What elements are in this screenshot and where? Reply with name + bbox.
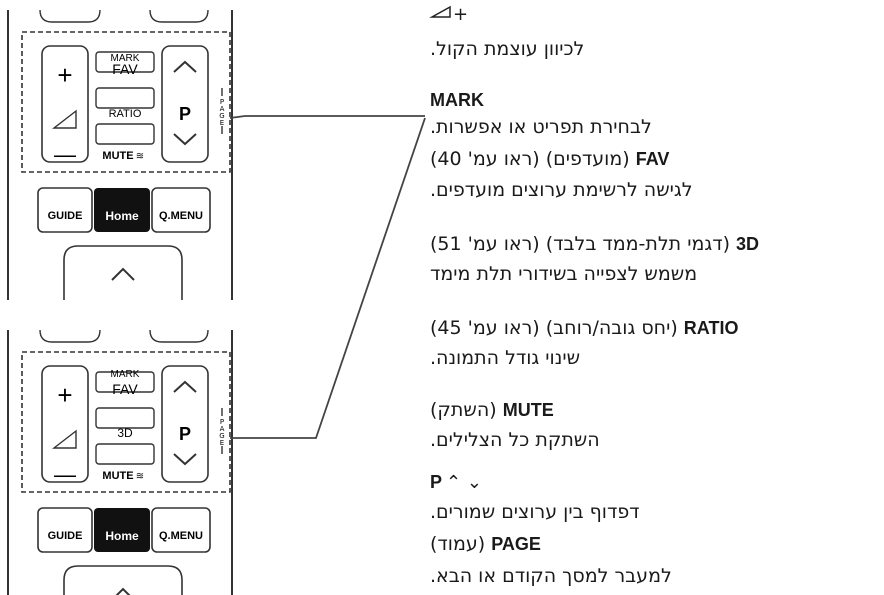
ratio-label: RATIO xyxy=(683,318,739,338)
mark-heading: MARK xyxy=(430,90,484,110)
p-desc: דפדוף בין ערוצים שמורים. xyxy=(430,501,640,523)
mute-key-2: MUTE xyxy=(102,470,133,482)
mute-key: MUTE xyxy=(102,150,133,162)
connector-upper xyxy=(229,115,425,119)
ratio-key: RATIO xyxy=(109,108,142,120)
p-key: P xyxy=(179,104,191,124)
p-heading: P⌃ ⌄ xyxy=(430,470,870,495)
guide-key-2: GUIDE xyxy=(48,530,83,542)
vol-minus: — xyxy=(54,142,76,167)
page-g: G xyxy=(219,112,224,120)
page-e: E xyxy=(220,119,224,127)
vol-plus-text: + xyxy=(453,4,469,25)
mute-desc: (השתק) xyxy=(430,399,497,421)
three-d-desc: (דגמי תלת-ממד בלבד) (ראו עמ' 51) xyxy=(430,233,730,255)
ratio-line: RATIO (יחס גובה/רוחב) (ראו עמ' 45) xyxy=(430,316,870,340)
page-label: PAGE xyxy=(491,534,541,554)
home-key-2: Home xyxy=(105,529,139,543)
page-desc2: למעבר למסך הקודם או הבא. xyxy=(430,565,672,587)
page-e-2: E xyxy=(220,439,224,447)
vol-plus: + xyxy=(57,60,72,90)
page-desc: (עמוד) xyxy=(430,533,486,555)
volume-icon xyxy=(429,5,451,18)
qmenu-key: Q.MENU xyxy=(159,210,203,222)
fav-desc: (מועדפים) (ראו עמ' 40) xyxy=(430,148,630,170)
mute-desc2: השתקת כל הצלילים. xyxy=(430,429,600,451)
mark-desc: לבחירת תפריט או אפשרות. xyxy=(430,116,652,138)
mute-label: MUTE xyxy=(502,400,554,420)
vol-plus-label: + xyxy=(453,3,493,27)
mark-label: MARK xyxy=(111,53,140,64)
three-d-line: 3D (דגמי תלת-ממד בלבד) (ראו עמ' 51) xyxy=(430,232,870,256)
page-p-2: P xyxy=(220,418,224,426)
mark-label-2: MARK xyxy=(111,369,140,380)
page-line: PAGE (עמוד) xyxy=(430,532,870,556)
three-d-key: 3D xyxy=(117,426,133,440)
three-d-desc2: משמש לצפייה בשידורי תלת מימד xyxy=(430,263,698,285)
mute-line: MUTE (השתק) xyxy=(430,398,870,422)
fav-label: FAV xyxy=(635,149,670,169)
page-a-2: A xyxy=(220,425,225,433)
mute-icon: ≋ xyxy=(136,151,144,162)
fav-line: FAV (מועדפים) (ראו עמ' 40) xyxy=(430,147,870,171)
connector-lower xyxy=(230,117,426,439)
p-label: P xyxy=(430,472,443,492)
ratio-desc2: שינוי גודל התמונה. xyxy=(430,347,581,369)
three-d-label: 3D xyxy=(736,234,760,254)
home-key: Home xyxy=(105,209,139,223)
remote-lower: MARK FAV 3D MUTE ≋ + — P P A G E GUIDE H… xyxy=(7,329,233,595)
fav-desc2: לגישה לרשימת ערוצים מועדפים. xyxy=(430,179,693,201)
fav-key-2: FAV xyxy=(112,381,138,397)
fav-key: FAV xyxy=(112,61,138,77)
vol-minus-2: — xyxy=(54,462,76,487)
qmenu-key-2: Q.MENU xyxy=(159,530,203,542)
page-a: A xyxy=(220,105,225,113)
vol-desc: לכיוון עוצמת הקול. xyxy=(430,38,585,60)
vol-plus-2: + xyxy=(57,380,72,410)
guide-key: GUIDE xyxy=(48,210,83,222)
ratio-desc: (יחס גובה/רוחב) (ראו עמ' 45) xyxy=(430,317,678,339)
p-arrows: ⌃ ⌄ xyxy=(446,472,482,493)
mute-icon-2: ≋ xyxy=(136,471,144,482)
page-p: P xyxy=(220,98,224,106)
page-g-2: G xyxy=(219,432,224,440)
p-key-2: P xyxy=(179,424,191,444)
remote-upper: MARK FAV RATIO MUTE ≋ + — P P A G E GUID… xyxy=(7,9,233,301)
